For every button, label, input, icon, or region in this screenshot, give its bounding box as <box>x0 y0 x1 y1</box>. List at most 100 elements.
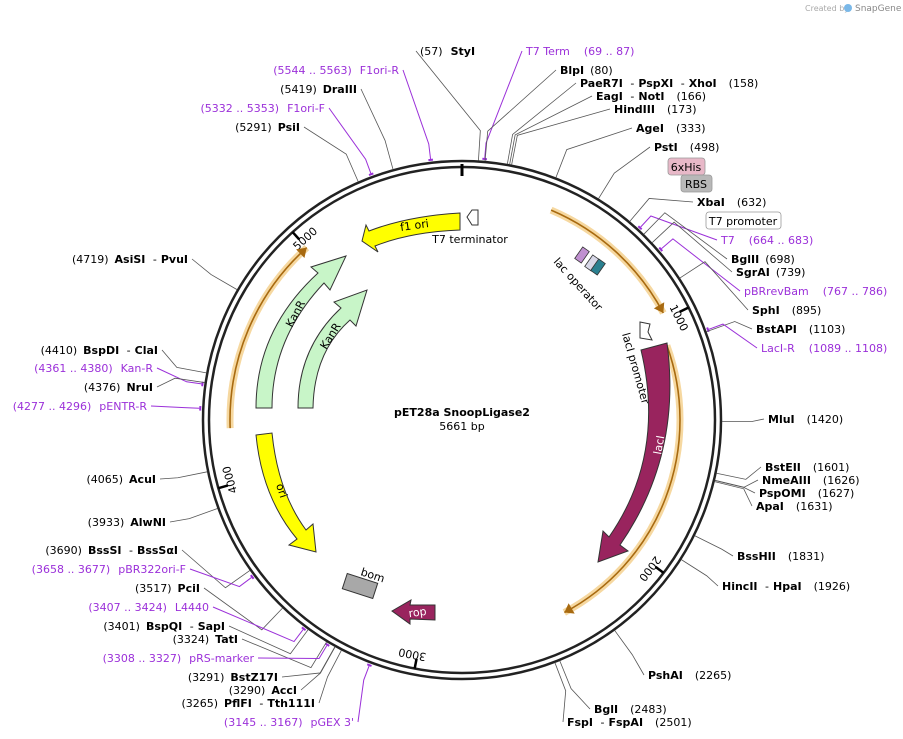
label-acci[interactable]: (3290)AccI <box>229 684 297 697</box>
leader-acci <box>300 646 336 691</box>
t7-promoter-box[interactable] <box>705 211 782 230</box>
leader-blpi <box>484 69 557 162</box>
label-pentr_r[interactable]: (4277 .. 4296)pENTR-R <box>13 400 148 413</box>
enzyme-name: DraIII <box>323 83 357 96</box>
primer-text: (69 .. 87) <box>584 45 635 58</box>
label-xbai[interactable]: XbaI(632) <box>697 196 766 209</box>
label-bglii[interactable]: BglII(698) <box>731 253 795 266</box>
label-prs[interactable]: (3308 .. 3327)pRS-marker <box>103 652 255 665</box>
tick-3000 <box>413 658 418 669</box>
label-apai[interactable]: ApaI(1631) <box>756 500 832 513</box>
label-tati[interactable]: (3324)TatI <box>173 633 238 646</box>
label-acui[interactable]: (4065)AcuI <box>86 473 156 486</box>
enzyme-name: BssSI <box>88 544 122 557</box>
enzyme-name: TatI <box>215 633 238 646</box>
label-psii[interactable]: (5291)PsiI <box>235 121 300 134</box>
label-bspqi[interactable]: (3401)BspQI -SapI <box>103 620 225 633</box>
position: (895) <box>792 304 822 317</box>
position: (57) <box>420 45 443 58</box>
label-nmeaiii[interactable]: NmeAIII(1626) <box>762 474 860 487</box>
label-f1ori_f[interactable]: (5332 .. 5353)F1ori-F <box>201 102 326 115</box>
enzyme-name: Tth111I <box>267 697 315 710</box>
separator: - <box>125 544 132 557</box>
snapgene-logo-icon <box>844 4 852 12</box>
lac-operator-feature[interactable] <box>574 246 590 264</box>
label-bgli[interactable]: BglI(2483) <box>594 703 667 716</box>
position: (1631) <box>796 500 833 513</box>
tick-4000 <box>218 484 229 490</box>
laci-promoter-feature[interactable] <box>639 321 653 341</box>
leader-f1ori_f <box>328 107 372 174</box>
orange-arc-t7-region[interactable] <box>550 209 665 314</box>
label-sgrai[interactable]: SgrAI(739) <box>736 266 805 279</box>
label-l4440[interactable]: (3407 .. 3424)L4440 <box>88 601 209 614</box>
orange-arc-kan[interactable] <box>229 246 308 429</box>
orange-arc-laci-region[interactable] <box>563 345 681 614</box>
ori-feature[interactable] <box>255 432 317 553</box>
label-pgex[interactable]: (3145 .. 3167)pGEX 3' <box>224 716 354 729</box>
label-bstapi[interactable]: BstAPI(1103) <box>756 323 845 336</box>
label-bsteii[interactable]: BstEII(1601) <box>765 461 849 474</box>
laci-feature[interactable] <box>597 342 671 563</box>
label-hincii[interactable]: HincII -HpaI(1926) <box>722 580 850 593</box>
f1-ori-feature[interactable] <box>361 212 461 253</box>
label-draiii[interactable]: (5419)DraIII <box>280 83 357 96</box>
label-pbr322[interactable]: (3658 .. 3677)pBR322ori-F <box>32 563 186 576</box>
leader-nrui <box>156 377 205 388</box>
enzyme-name: PsiI <box>278 121 300 134</box>
label-bsssi[interactable]: (3690)BssSI -BssSαI <box>45 544 178 557</box>
label-pbrrevbam[interactable]: pBRrevBam(767 .. 786) <box>744 285 887 298</box>
laci-label: lacI <box>651 434 667 455</box>
position: (166) <box>677 90 707 103</box>
sixhis-feature-inner[interactable] <box>590 258 606 276</box>
label-blpi[interactable]: BlpI(80) <box>560 64 613 77</box>
bom-feature[interactable] <box>341 572 379 600</box>
label-bsshii[interactable]: BssHII(1831) <box>737 550 824 563</box>
primer-text: (5332 .. 5353) <box>201 102 280 115</box>
label-agei[interactable]: AgeI(333) <box>636 122 706 135</box>
label-pshai[interactable]: PshAI(2265) <box>648 669 731 682</box>
tick-1000 <box>679 306 690 314</box>
label-paer7i[interactable]: PaeR7I -PspXI -XhoI(158) <box>580 77 758 90</box>
label-sphi[interactable]: SphI(895) <box>752 304 821 317</box>
label-t7[interactable]: T7(664 .. 683) <box>720 234 813 247</box>
label-t7term[interactable]: T7 Term (69 .. 87) <box>525 45 634 58</box>
label-styi[interactable]: (57)StyI <box>420 45 475 58</box>
primer-text: T7 Term <box>525 45 570 58</box>
label-asisi[interactable]: (4719)AsiSI -PvuI <box>72 253 188 266</box>
position: (4376) <box>84 381 121 394</box>
label-kan_r[interactable]: (4361 .. 4380)Kan-R <box>34 362 153 375</box>
label-fspi[interactable]: FspI -FspAI(2501) <box>567 716 692 729</box>
rop-feature[interactable] <box>391 599 436 625</box>
label-laci_r[interactable]: LacI-R(1089 .. 1108) <box>761 342 887 355</box>
label-pcii[interactable]: (3517)PciI <box>135 582 200 595</box>
label-hindiii[interactable]: HindIII(173) <box>614 103 697 116</box>
leader-f1ori_r <box>402 69 432 159</box>
primer-text: (3308 .. 3327) <box>103 652 182 665</box>
label-pflfi[interactable]: (3265)PflFI -Tth111I <box>181 697 315 710</box>
label-f1ori_r[interactable]: (5544 .. 5563)F1ori-R <box>273 64 399 77</box>
enzyme-name: PvuI <box>161 253 188 266</box>
label-nrui[interactable]: (4376)NruI <box>84 381 153 394</box>
label-psppomi[interactable]: PspOMI(1627) <box>759 487 854 500</box>
kanr-feature-inner[interactable] <box>297 289 368 409</box>
label-bstz17i[interactable]: (3291)BstZ17I <box>188 671 278 684</box>
enzyme-name: MluI <box>768 413 795 426</box>
label-mlui[interactable]: MluI(1420) <box>768 413 843 426</box>
label-psti[interactable]: PstI(498) <box>654 141 719 154</box>
enzyme-name: SapI <box>198 620 225 633</box>
label-bspdi[interactable]: (4410)BspDI -ClaI <box>41 344 158 357</box>
position: (4410) <box>41 344 78 357</box>
position: (3517) <box>135 582 172 595</box>
leader-pgex <box>357 665 370 723</box>
position: (1626) <box>823 474 860 487</box>
label-eagi[interactable]: EagI -NotI(166) <box>596 90 706 103</box>
leader-bsshii <box>694 535 734 557</box>
kanr-feature-outer[interactable] <box>255 255 347 409</box>
label-alwni[interactable]: (3933)AlwNI <box>88 516 166 529</box>
orange-arc-t7-region-halo <box>549 206 667 315</box>
t7-terminator-feature[interactable] <box>466 209 479 226</box>
primer-text: (4361 .. 4380) <box>34 362 113 375</box>
rbs-box[interactable] <box>680 174 713 193</box>
